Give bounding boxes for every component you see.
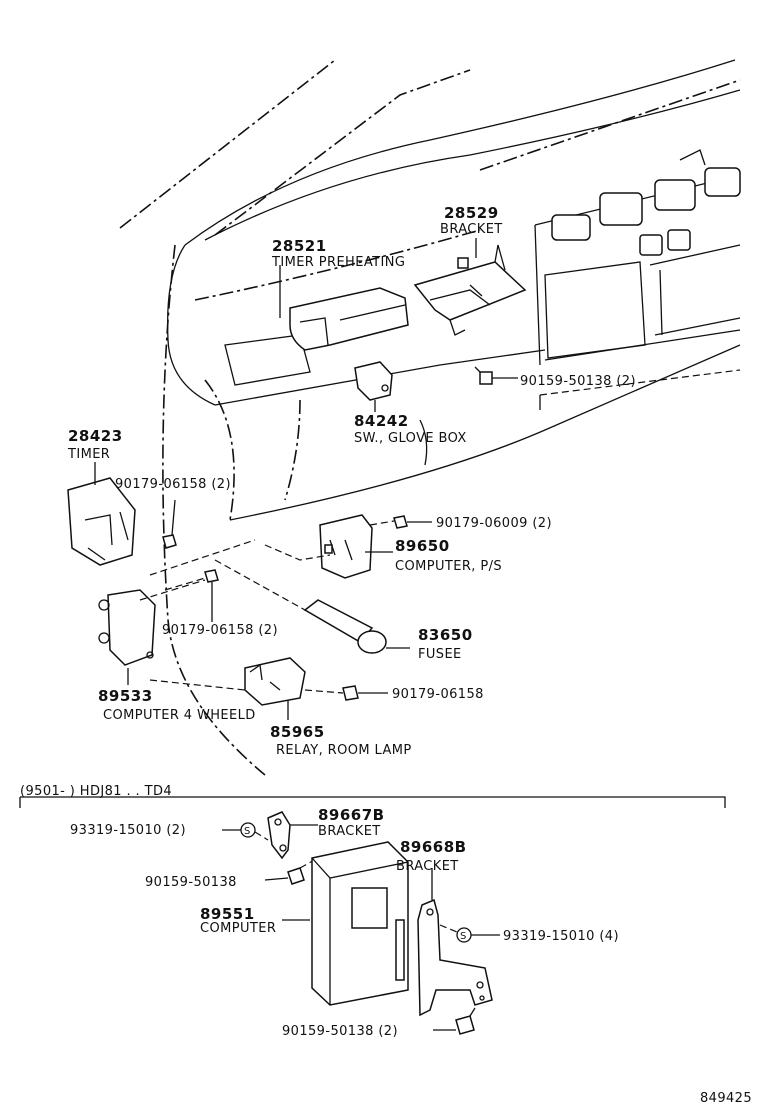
part-89667B-bracket bbox=[267, 811, 318, 860]
bolt-bottom bbox=[433, 1007, 476, 1035]
labels: 28529 BRACKET 28521 TIMER PREHEATING 901… bbox=[20, 204, 752, 1106]
drawing-number: 849425 bbox=[700, 1091, 752, 1106]
part-89668B-bracket bbox=[417, 868, 493, 1017]
label-84242: 84242 bbox=[354, 412, 409, 430]
label-89551-desc: COMPUTER bbox=[200, 921, 276, 936]
part-83650-fusee bbox=[303, 599, 410, 654]
label-28423-desc: TIMER bbox=[67, 447, 110, 462]
part-28529-bracket bbox=[413, 238, 527, 336]
label-84242-desc: SW., GLOVE BOX bbox=[354, 431, 467, 446]
part-89551-computer bbox=[282, 841, 409, 1006]
nut-06009 bbox=[393, 515, 432, 529]
bolt-top bbox=[474, 366, 518, 385]
part-28521-timer-preheating bbox=[279, 265, 409, 351]
label-nut-06158-top: 90179-06158 (2) bbox=[115, 477, 231, 492]
instrument-cluster bbox=[534, 149, 741, 410]
part-28423-timer bbox=[67, 462, 136, 566]
part-89650-computer bbox=[319, 514, 393, 579]
label-89667B-desc: BRACKET bbox=[318, 824, 381, 839]
section-separator bbox=[19, 796, 726, 808]
screw-marker-1: S bbox=[222, 822, 269, 841]
part-85965-relay bbox=[244, 657, 306, 720]
label-83650-desc: FUSEE bbox=[418, 647, 462, 662]
dashboard-outline bbox=[119, 59, 741, 776]
label-89667B: 89667B bbox=[318, 806, 385, 824]
label-89650-desc: COMPUTER, P/S bbox=[395, 559, 502, 574]
label-nut-06158-mid: 90179-06158 (2) bbox=[162, 623, 278, 638]
dashed-connections-upper bbox=[139, 520, 395, 694]
screw-marker-2-glyph: S bbox=[460, 931, 466, 942]
screw-marker-2: S bbox=[439, 924, 500, 943]
nut-06158-single bbox=[342, 685, 388, 701]
nut-06158-top bbox=[162, 499, 177, 549]
label-bolt-top: 90159-50138 (2) bbox=[520, 374, 636, 389]
label-28521-desc: TIMER PREHEATING bbox=[271, 255, 405, 270]
label-nut-06158-single: 90179-06158 bbox=[392, 687, 484, 702]
label-screw-15010-2: 93319-15010 (2) bbox=[70, 823, 186, 838]
label-screw-15010-4: 93319-15010 (4) bbox=[503, 929, 619, 944]
label-85965: 85965 bbox=[270, 723, 325, 741]
label-89551: 89551 bbox=[200, 905, 255, 923]
label-section-range: (9501- ) HDJ81 . . TD4 bbox=[20, 784, 172, 799]
label-83650: 83650 bbox=[418, 626, 473, 644]
screw-marker-1-glyph: S bbox=[244, 826, 250, 837]
label-28521: 28521 bbox=[272, 237, 327, 255]
label-bolt-bottom: 90159-50138 (2) bbox=[282, 1024, 398, 1039]
label-28529-desc: BRACKET bbox=[440, 222, 503, 237]
part-84242-switch bbox=[354, 361, 393, 412]
bolt-single bbox=[264, 857, 319, 885]
label-85965-desc: RELAY, ROOM LAMP bbox=[276, 743, 412, 758]
label-89533-desc: COMPUTER 4 WHEELD bbox=[103, 708, 256, 723]
label-89533: 89533 bbox=[98, 687, 153, 705]
label-28423: 28423 bbox=[68, 427, 123, 445]
label-89668B-desc: BRACKET bbox=[396, 859, 459, 874]
nut-06158-mid bbox=[204, 569, 219, 622]
label-nut-06009: 90179-06009 (2) bbox=[436, 516, 552, 531]
label-89668B: 89668B bbox=[400, 838, 467, 856]
label-28529: 28529 bbox=[444, 204, 499, 222]
label-bolt-single: 90159-50138 bbox=[145, 875, 237, 890]
part-89533-computer bbox=[98, 589, 156, 685]
label-89650: 89650 bbox=[395, 537, 450, 555]
